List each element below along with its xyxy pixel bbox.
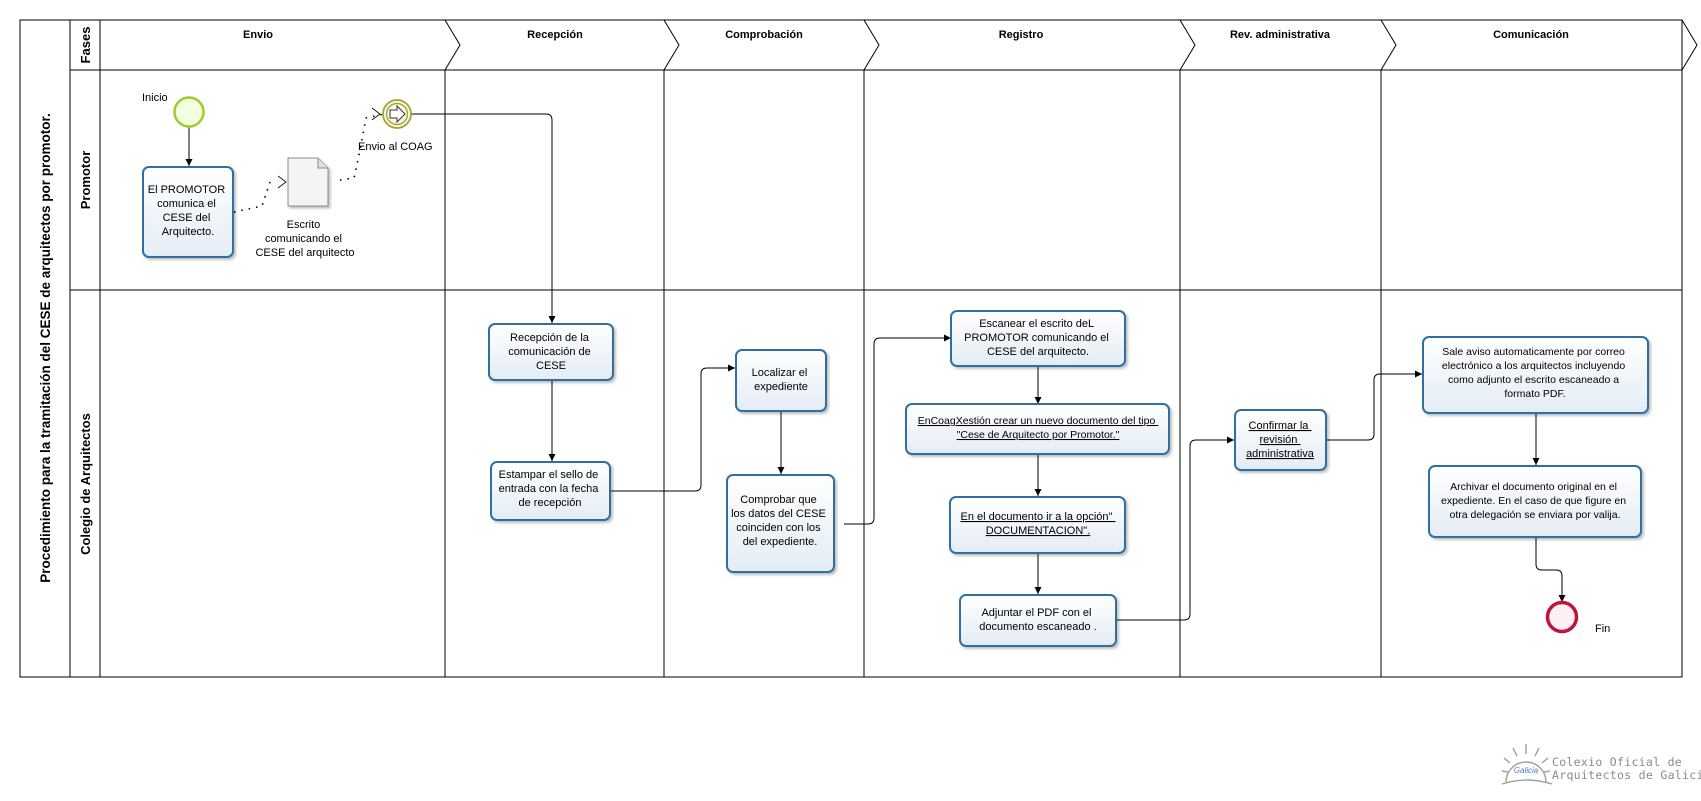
task-label: Confirmar la revisión administrativa (1246, 420, 1315, 460)
phase-label: Comunicación (1493, 29, 1569, 41)
pool-title: Procedimiento para la tramitación del CE… (38, 113, 53, 583)
task-label: Localizar el expediente (752, 367, 811, 393)
associations (233, 113, 385, 213)
document-icon[interactable] (287, 157, 329, 207)
pool (19, 19, 1698, 678)
document-label: Escrito comunicando el CESE del arquitec… (255, 219, 354, 259)
task-label: Sale aviso automaticamente por correo el… (1442, 346, 1628, 400)
start-event-label: Inicio (142, 92, 168, 104)
logo-text: Colexio Oficial de Arquitectos de Galici… (1552, 756, 1701, 782)
task-ir-opcion[interactable] (949, 496, 1126, 554)
task-comprobar[interactable] (726, 474, 835, 573)
phase-label: Recepción (527, 29, 583, 41)
task-archivar[interactable] (1428, 465, 1642, 538)
association-arrowhead (277, 175, 287, 189)
task-label: Archivar el documento original en el exp… (1441, 481, 1629, 521)
task-label: Recepción de la comunicación de CESE (508, 332, 594, 372)
phase-label: Registro (999, 29, 1044, 41)
message-arrow-icon (389, 104, 406, 124)
lane-title-phases: Fases (78, 27, 93, 64)
lane-title-promotor: Promotor (78, 151, 93, 210)
end-event[interactable] (1545, 600, 1579, 634)
logo-line1: Colexio Oficial de (1552, 755, 1683, 769)
start-event[interactable] (173, 96, 205, 128)
coag-logo-icon: Galicia (1501, 744, 1553, 785)
intermediate-message-event[interactable] (382, 99, 412, 129)
task-label: Escanear el escrito deL PROMOTOR comunic… (964, 318, 1112, 358)
task-aviso[interactable] (1422, 336, 1649, 414)
task-label: Comprobar que los datos del CESE coincid… (731, 494, 829, 548)
sequence-flows (185, 113, 1566, 621)
task-label: Adjuntar el PDF con el documento escanea… (979, 607, 1096, 633)
task-localizar[interactable] (735, 349, 827, 412)
end-event-label: Fin (1595, 623, 1610, 635)
task-adjuntar[interactable] (959, 594, 1117, 647)
lane-title-colegio: Colegio de Arquitectos (78, 413, 93, 555)
task-confirmar[interactable] (1234, 409, 1327, 471)
phase-label: Rev. administrativa (1230, 29, 1331, 41)
task-recepcion[interactable] (488, 323, 614, 381)
logo-line2: Arquitectos de Galicia (1552, 768, 1701, 782)
message-event-label: Envio al COAG (358, 141, 433, 153)
task-promotor-comunica[interactable] (142, 166, 234, 258)
task-crear-documento[interactable] (905, 403, 1170, 455)
task-label: EnCoagXestión crear un nuevo documento d… (918, 415, 1159, 441)
phase-label: Envio (243, 29, 273, 41)
logo-mark: Galicia (1514, 766, 1539, 775)
task-estampar[interactable] (490, 461, 611, 521)
phase-label: Comprobación (725, 29, 803, 41)
task-escanear[interactable] (950, 310, 1126, 367)
task-label: En el documento ir a la opción" DOCUMENT… (961, 511, 1116, 537)
association-arrowhead (371, 107, 381, 121)
task-label: El PROMOTOR comunica el CESE del Arquite… (148, 184, 228, 238)
task-label: Estampar el sello de entrada con la fech… (499, 469, 602, 509)
